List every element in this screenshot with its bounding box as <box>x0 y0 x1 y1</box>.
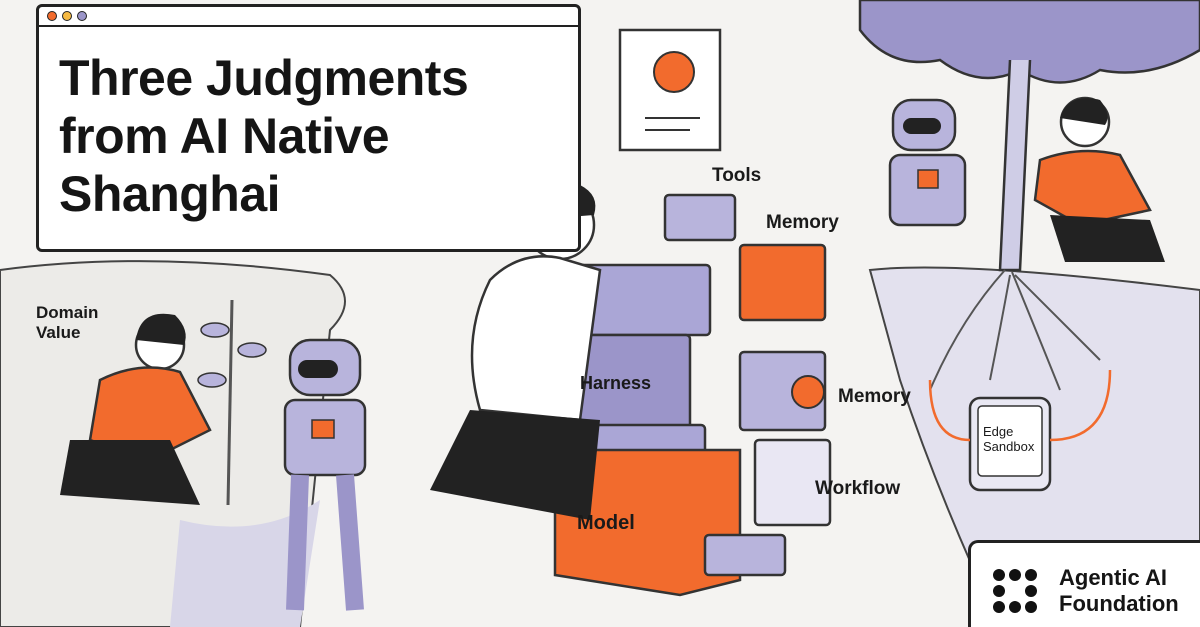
woman-right-legs <box>1050 215 1165 262</box>
robot-right-chest-panel <box>917 169 939 189</box>
window-dot-icon <box>62 11 72 21</box>
memory-mid-circle <box>791 375 825 409</box>
sandbox-cables <box>928 369 1112 442</box>
window-dot-icon <box>77 11 87 21</box>
label-memory-top: Memory <box>766 212 839 233</box>
tree-roots <box>929 269 1101 391</box>
workflow-block <box>753 438 832 527</box>
sapling-stem <box>226 299 234 506</box>
tree-trunk <box>998 59 1032 272</box>
label-domain-value: Domain Value <box>36 303 99 342</box>
title-card: Three Judgments from AI Native Shanghai <box>36 4 581 252</box>
woman-left-legs <box>60 440 200 505</box>
left-cliff <box>170 500 320 627</box>
man-shirt <box>470 255 602 422</box>
label-workflow: Workflow <box>815 478 901 499</box>
label-harness: Harness <box>580 373 652 393</box>
title-window-bar <box>39 7 578 27</box>
robot-left-chest-panel <box>311 419 335 439</box>
robot-left-visor <box>298 360 338 378</box>
woman-left-hair <box>136 313 186 345</box>
tools-block <box>663 193 737 242</box>
page-title: Three Judgments from AI Native Shanghai <box>59 50 469 222</box>
sapling-leaf <box>200 322 230 338</box>
label-model: Model <box>577 512 635 534</box>
label-memory-mid: Memory <box>838 386 911 407</box>
woman-left-shirt <box>88 366 212 462</box>
robot-left-legs <box>286 474 364 611</box>
woman-right-shirt <box>1033 149 1152 227</box>
foundation-logo-card: Agentic AI Foundation <box>968 540 1200 627</box>
robot-right-visor <box>903 118 941 134</box>
edge-sandbox-screen <box>977 405 1043 477</box>
label-edge-sandbox: Edge Sandbox <box>983 424 1035 454</box>
model-side-block <box>703 533 787 577</box>
man-legs <box>430 410 600 520</box>
robot-right-body <box>888 153 967 227</box>
sapling-leaf <box>237 342 267 358</box>
memory-block-mid <box>738 350 827 432</box>
sapling-leaf <box>197 372 227 388</box>
foundation-logo-text: Agentic AI Foundation <box>1059 565 1179 616</box>
window-dot-icon <box>47 11 57 21</box>
document-orange-circle <box>653 51 695 93</box>
woman-right-hair <box>1060 98 1108 125</box>
memory-cube-top <box>738 243 827 322</box>
foundation-logo-icon <box>993 569 1037 613</box>
model-block <box>553 448 742 597</box>
label-tools: Tools <box>712 165 762 186</box>
